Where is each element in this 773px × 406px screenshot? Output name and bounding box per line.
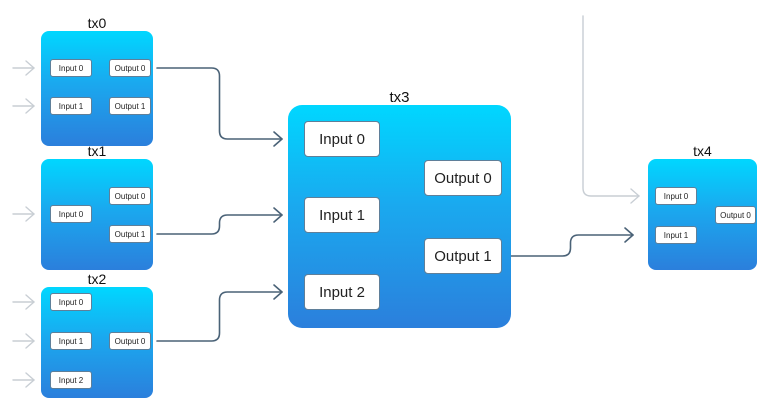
transaction-label: tx1 (87, 143, 107, 159)
transaction-label: tx4 (693, 143, 712, 159)
connection-arrowhead (273, 207, 283, 223)
input-port: Input 2 (50, 371, 92, 389)
transaction-label: tx0 (87, 15, 107, 31)
external-input-arrowhead (25, 333, 35, 349)
output-port: Output 1 (109, 97, 151, 115)
output-port: Output 0 (109, 187, 151, 205)
input-port: Input 1 (50, 332, 92, 350)
transaction-label: tx2 (87, 271, 107, 287)
output-port: Output 1 (424, 238, 502, 274)
input-port: Input 0 (50, 293, 92, 311)
input-port: Input 1 (50, 97, 92, 115)
input-port: Input 0 (304, 121, 380, 157)
connection-line (156, 214, 283, 235)
output-port: Output 1 (109, 225, 151, 243)
connection-arrowhead (273, 131, 283, 147)
transaction-label: tx3 (389, 89, 410, 106)
external-input-arrowhead (25, 372, 35, 388)
connection-line (507, 234, 634, 257)
output-port: Output 0 (109, 59, 151, 77)
connection-line (156, 291, 283, 342)
input-port: Input 0 (50, 205, 92, 223)
input-port: Input 2 (304, 274, 380, 310)
external-input-arrowhead (25, 294, 35, 310)
output-port: Output 0 (715, 206, 756, 224)
connection-arrowhead (624, 227, 634, 243)
external-input-arrowhead (630, 188, 640, 204)
input-port: Input 0 (655, 187, 697, 205)
input-port: Input 1 (304, 197, 380, 233)
external-input-arrowhead (25, 98, 35, 114)
output-port: Output 0 (109, 332, 151, 350)
transaction-box-tx0 (41, 31, 153, 146)
external-input-arrowhead (25, 206, 35, 222)
input-port: Input 1 (655, 226, 697, 244)
input-port: Input 0 (50, 59, 92, 77)
external-input-arrowhead (25, 60, 35, 76)
output-port: Output 0 (424, 160, 502, 196)
external-input-line (582, 15, 640, 197)
connection-line (156, 67, 283, 140)
connection-arrowhead (273, 284, 283, 300)
